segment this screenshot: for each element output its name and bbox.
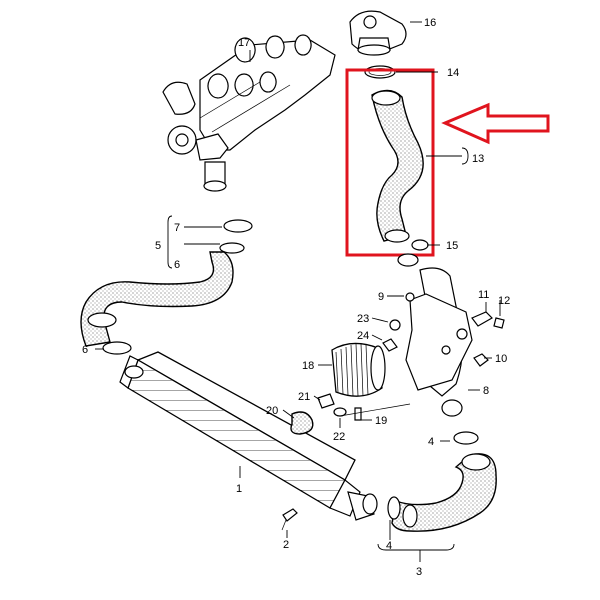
callout-6-lower: 6 <box>82 344 88 356</box>
callout-13: 13 <box>472 153 484 165</box>
callout-23: 23 <box>357 313 369 325</box>
callout-16: 16 <box>424 17 436 29</box>
charge-hose-upper-part <box>371 89 424 243</box>
charge-pipe-bracket-part <box>382 253 505 417</box>
callout-24: 24 <box>357 330 369 342</box>
upper-clamps-part <box>219 219 253 254</box>
bolt-part <box>281 508 298 531</box>
callout-5: 5 <box>155 240 161 252</box>
small-fittings-part <box>290 393 411 435</box>
intercooler-part <box>119 351 378 521</box>
elbow-fitting-part <box>349 10 407 56</box>
callout-21: 21 <box>298 391 310 403</box>
callout-6-upper: 6 <box>174 259 180 271</box>
callout-17: 17 <box>238 37 250 49</box>
callout-4-bottom: 4 <box>386 540 392 552</box>
charge-hose-lower-part <box>387 431 497 532</box>
callout-4-right: 4 <box>428 436 434 448</box>
leader-lines <box>95 21 501 562</box>
charge-hose-left-part <box>80 251 234 347</box>
highlight-arrow-icon <box>441 102 550 145</box>
callout-18: 18 <box>302 360 314 372</box>
callout-20: 20 <box>266 405 278 417</box>
callout-2: 2 <box>283 539 289 551</box>
clamp-left-part <box>102 341 132 355</box>
callout-9: 9 <box>378 291 384 303</box>
callout-15: 15 <box>446 240 458 252</box>
hose-clamp-top-part <box>364 65 396 79</box>
hose-clamp-lower-part <box>411 239 429 251</box>
callout-12: 12 <box>498 295 510 307</box>
callout-14: 14 <box>447 67 459 79</box>
actuator-part <box>331 342 386 397</box>
callout-1: 1 <box>236 483 242 495</box>
callout-10: 10 <box>495 353 507 365</box>
callout-19: 19 <box>375 415 387 427</box>
callout-11: 11 <box>478 289 489 301</box>
callout-8: 8 <box>483 385 489 397</box>
callout-7: 7 <box>174 222 180 234</box>
callout-labels: 17 16 14 13 15 7 5 6 6 9 11 12 23 24 10 … <box>82 17 510 578</box>
callout-3: 3 <box>416 566 422 578</box>
callout-22: 22 <box>333 431 345 443</box>
turbocharger-part <box>162 34 336 192</box>
highlight-box <box>345 68 435 257</box>
